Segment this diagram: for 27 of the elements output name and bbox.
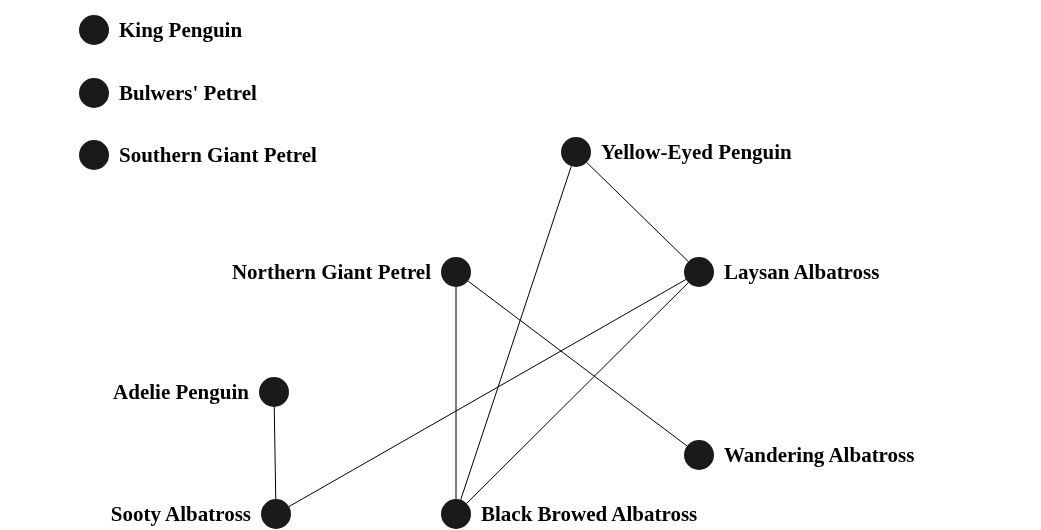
node-circle [561,137,591,167]
node-circle [79,140,109,170]
connector-line [455,286,457,500]
species-label: Black Browed Albatross [481,502,698,526]
species-label: Sooty Albatross [110,502,251,526]
connector-line [288,278,687,508]
species-label: Southern Giant Petrel [119,143,317,167]
species-label: Wandering Albatross [724,443,915,467]
connector-line [586,162,689,262]
species-label: Laysan Albatross [724,260,880,284]
species-label: Bulwers' Petrel [119,81,257,105]
connector-line [460,165,572,501]
node-circle [684,440,714,470]
connector-line [273,406,277,500]
node-circle [79,78,109,108]
species-label: Northern Giant Petrel [231,260,431,284]
node-circle [261,499,291,529]
node-circle [79,15,109,45]
node-circle [441,499,471,529]
node-circle [684,257,714,287]
species-label: Adelie Penguin [113,380,249,404]
species-label: Yellow-Eyed Penguin [601,140,792,164]
node-circle [441,257,471,287]
node-circle [259,377,289,407]
species-label: King Penguin [119,18,243,42]
connector-line [466,282,689,504]
connector-line [467,280,688,447]
